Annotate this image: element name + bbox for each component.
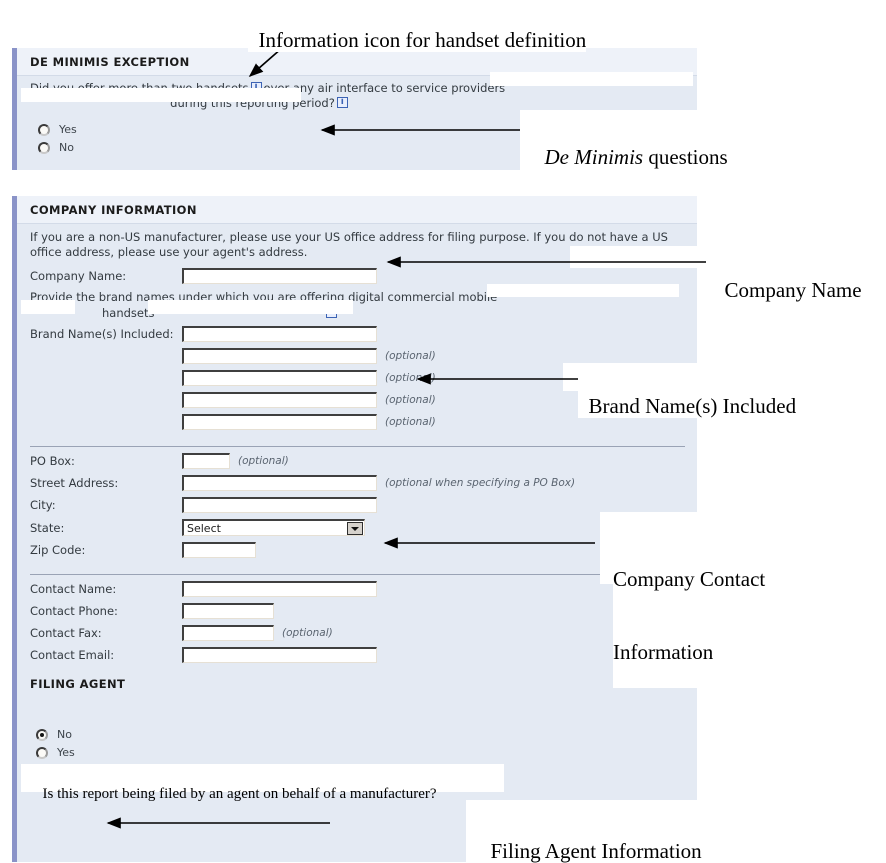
contact-name-row: Contact Name: [30, 581, 687, 597]
brand-intro-line2: handsets [30, 306, 687, 321]
contact-fax-label: Contact Fax: [30, 626, 102, 640]
brand-name-row-3: (optional) [30, 370, 687, 386]
radio-yes[interactable] [38, 123, 50, 136]
annotation-company-contact: Company Contact Information [613, 519, 766, 688]
de-minimis-option-yes[interactable]: Yes [38, 123, 687, 136]
state-select-value: Select [187, 522, 221, 535]
brand-name-input-3[interactable] [182, 370, 377, 386]
filing-agent-question-spacer [30, 697, 687, 723]
annotation-handset-info: Information icon for handset definition [248, 4, 587, 53]
state-label: State: [30, 520, 65, 535]
divider-contact [30, 574, 685, 575]
brand-name-input-1[interactable] [182, 326, 377, 342]
redaction-block [490, 72, 693, 86]
po-box-hint: (optional) [238, 455, 289, 467]
brand-name-input-4[interactable] [182, 392, 377, 408]
brand-name-input-2[interactable] [182, 348, 377, 364]
brand-names-label: Brand Name(s) Included: [30, 327, 174, 341]
annotation-de-minimis-em: De Minimis [544, 145, 644, 170]
redaction-block [21, 88, 301, 102]
brand-name-row-1: Brand Name(s) Included: [30, 326, 687, 342]
radio-agent-no[interactable] [36, 728, 48, 741]
po-box-label: PO Box: [30, 454, 75, 468]
radio-no[interactable] [38, 141, 50, 154]
annotation-brand-names: Brand Name(s) Included [578, 370, 797, 419]
contact-phone-input[interactable] [182, 603, 274, 619]
de-minimis-heading: DE MINIMIS EXCEPTION [17, 48, 697, 76]
radio-agent-yes[interactable] [36, 746, 48, 759]
company-information-note: If you are a non-US manufacturer, please… [30, 230, 668, 259]
de-minimis-question-part2: over any air interface to service provid… [263, 81, 506, 95]
brand-intro-line2-text: handsets [102, 306, 155, 320]
redaction-block [570, 246, 697, 268]
annotation-de-minimis: De Minimis questions [534, 121, 728, 170]
brand-name-row-4: (optional) [30, 392, 687, 408]
zip-code-row: Zip Code: [30, 542, 687, 558]
de-minimis-option-no[interactable]: No [38, 141, 687, 154]
city-input[interactable] [182, 497, 377, 513]
annotation-filing-agent: Filing Agent Information [480, 815, 702, 863]
brand-name-hint-3: (optional) [385, 372, 436, 384]
contact-email-label: Contact Email: [30, 648, 115, 662]
contact-name-input[interactable] [182, 581, 377, 597]
info-icon-2[interactable] [336, 96, 348, 108]
company-information-panel: COMPANY INFORMATION If you are a non-US … [12, 196, 697, 862]
company-name-row: Company Name: [30, 268, 687, 284]
annotation-brand-names-text: Brand Name(s) Included [588, 394, 797, 419]
de-minimis-option-yes-label: Yes [59, 123, 77, 136]
redaction-block [148, 300, 353, 314]
contact-fax-hint: (optional) [282, 627, 333, 639]
contact-name-label: Contact Name: [30, 582, 117, 596]
annotation-handset-info-text: Information icon for handset definition [258, 28, 587, 53]
street-address-label: Street Address: [30, 476, 119, 490]
street-address-input[interactable] [182, 475, 377, 491]
annotation-filing-agent-text: Filing Agent Information [490, 839, 702, 863]
street-address-row: Street Address: (optional when specifyin… [30, 475, 687, 491]
annotation-company-name: Company Name [714, 254, 862, 303]
brand-name-hint-5: (optional) [385, 416, 436, 428]
po-box-row: PO Box: (optional) [30, 453, 687, 469]
redaction-block [487, 284, 679, 297]
annotation-company-contact-line2: Information [613, 639, 714, 664]
chevron-down-icon[interactable] [347, 522, 363, 535]
company-information-heading: COMPANY INFORMATION [17, 196, 697, 224]
contact-phone-label: Contact Phone: [30, 604, 118, 618]
company-name-input[interactable] [182, 268, 377, 284]
filing-agent-option-yes[interactable]: Yes [36, 746, 687, 759]
brand-name-row-2: (optional) [30, 348, 687, 364]
annotation-company-contact-line1: Company Contact [613, 567, 766, 592]
filing-agent-option-no[interactable]: No [36, 728, 687, 741]
city-label: City: [30, 498, 56, 512]
filing-agent-option-yes-label: Yes [57, 746, 75, 759]
zip-code-input[interactable] [182, 542, 256, 558]
filing-agent-question-text: Is this report being filed by an agent o… [42, 786, 437, 802]
contact-email-row: Contact Email: [30, 647, 687, 663]
brand-name-hint-2: (optional) [385, 350, 436, 362]
company-name-label: Company Name: [30, 269, 127, 283]
zip-code-label: Zip Code: [30, 543, 86, 557]
redaction-block [21, 300, 75, 314]
divider-address [30, 446, 685, 447]
state-select[interactable]: Select [182, 519, 365, 536]
annotation-company-name-text: Company Name [724, 278, 862, 303]
street-address-hint: (optional when specifying a PO Box) [385, 477, 576, 489]
city-row: City: [30, 497, 687, 513]
filing-agent-question: Is this report being filed by an agent o… [21, 764, 504, 802]
filing-agent-option-no-label: No [57, 728, 72, 741]
brand-intro-line1: Provide the brand names under which you … [30, 290, 498, 304]
po-box-input[interactable] [182, 453, 230, 469]
contact-phone-row: Contact Phone: [30, 603, 687, 619]
de-minimis-panel: DE MINIMIS EXCEPTION Did you offer more … [12, 48, 697, 170]
state-row: State: Select [30, 519, 687, 536]
contact-email-input[interactable] [182, 647, 377, 663]
annotation-de-minimis-rest: questions [643, 145, 728, 170]
brand-name-input-5[interactable] [182, 414, 377, 430]
contact-fax-input[interactable] [182, 625, 274, 641]
brand-name-hint-4: (optional) [385, 394, 436, 406]
contact-fax-row: Contact Fax: (optional) [30, 625, 687, 641]
brand-name-row-5: (optional) [30, 414, 687, 430]
de-minimis-option-no-label: No [59, 141, 74, 154]
filing-agent-heading: FILING AGENT [30, 677, 126, 691]
